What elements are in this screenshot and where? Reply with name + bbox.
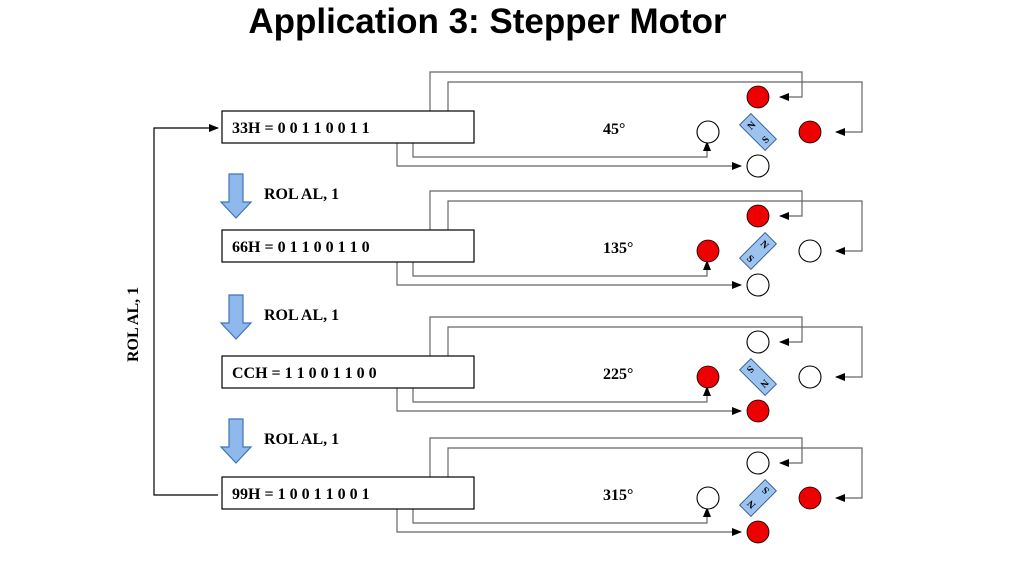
rotor-magnet: NS [739, 232, 777, 270]
wire-to-left-coil [412, 141, 711, 158]
wire-to-right-coil [447, 81, 863, 136]
angle-label: 315° [603, 487, 633, 504]
coil-bottom [746, 273, 770, 297]
register-value: CCH = 1 1 0 0 1 1 0 0 [232, 365, 377, 382]
register-box [221, 110, 475, 144]
wire-to-bottom-coil [396, 509, 742, 536]
coil-bottom [746, 399, 770, 423]
rotor-magnet: NS [739, 479, 777, 517]
register-box [221, 229, 475, 263]
wire-to-left-coil [412, 507, 711, 524]
wire-to-left-coil [412, 260, 711, 277]
wire-to-right-coil [447, 326, 863, 381]
coil-bottom [746, 154, 770, 178]
wire-to-right-coil [447, 447, 863, 502]
wire-to-right-coil [447, 200, 863, 255]
register-box [221, 355, 475, 389]
rotate-op-3: ROL AL, 1 [219, 418, 339, 464]
page-title: Application 3: Stepper Motor [248, 2, 727, 41]
coil-right [798, 365, 822, 389]
down-arrow-icon [219, 173, 253, 219]
wire-to-top-coil [429, 437, 803, 477]
rotor-magnet: NS [739, 113, 777, 151]
wire-to-bottom-coil [396, 262, 742, 289]
down-arrow-icon [219, 294, 253, 340]
rotate-op-label: ROL AL, 1 [264, 186, 339, 203]
step-2: 66H = 0 1 1 0 0 1 1 0 135° NS [221, 190, 863, 297]
rotor-magnet: NS [739, 358, 777, 396]
coil-top [746, 451, 770, 475]
magnet-body [739, 479, 777, 517]
coil-left [696, 365, 720, 389]
wire-to-top-coil [429, 190, 803, 230]
step-4: 99H = 1 0 0 1 1 0 0 1 315° NS [221, 437, 863, 544]
register-box [221, 476, 475, 510]
coil-right [798, 120, 822, 144]
wire-to-top-coil [429, 71, 803, 111]
wire-to-left-coil [412, 386, 711, 403]
side-rotate-label: ROL AL, 1 [125, 287, 142, 362]
angle-label: 45° [603, 121, 625, 138]
rotate-op-label: ROL AL, 1 [264, 307, 339, 324]
step-3: CCH = 1 1 0 0 1 1 0 0 225° NS [221, 316, 863, 423]
down-arrow-icon [219, 418, 253, 464]
step-1: 33H = 0 0 1 1 0 0 1 1 45° NS [221, 71, 863, 178]
rotate-op-2: ROL AL, 1 [219, 294, 339, 340]
coil-top [746, 204, 770, 228]
register-value: 66H = 0 1 1 0 0 1 1 0 [232, 239, 370, 256]
coil-right [798, 486, 822, 510]
coil-top [746, 330, 770, 354]
rotate-op-label: ROL AL, 1 [264, 431, 339, 448]
wire-to-bottom-coil [396, 388, 742, 415]
coil-left [696, 239, 720, 263]
coil-bottom [746, 520, 770, 544]
magnet-body [739, 232, 777, 270]
rotate-op-1: ROL AL, 1 [219, 173, 339, 219]
coil-right [798, 239, 822, 263]
loop-back-connector [153, 124, 219, 496]
coil-left [696, 486, 720, 510]
wire-to-top-coil [429, 316, 803, 356]
magnet-body [739, 358, 777, 396]
coil-left [696, 120, 720, 144]
angle-label: 225° [603, 366, 633, 383]
angle-label: 135° [603, 240, 633, 257]
wire-to-bottom-coil [396, 143, 742, 170]
register-value: 99H = 1 0 0 1 1 0 0 1 [232, 486, 370, 503]
magnet-body [739, 113, 777, 151]
coil-top [746, 85, 770, 109]
register-value: 33H = 0 0 1 1 0 0 1 1 [232, 120, 370, 137]
